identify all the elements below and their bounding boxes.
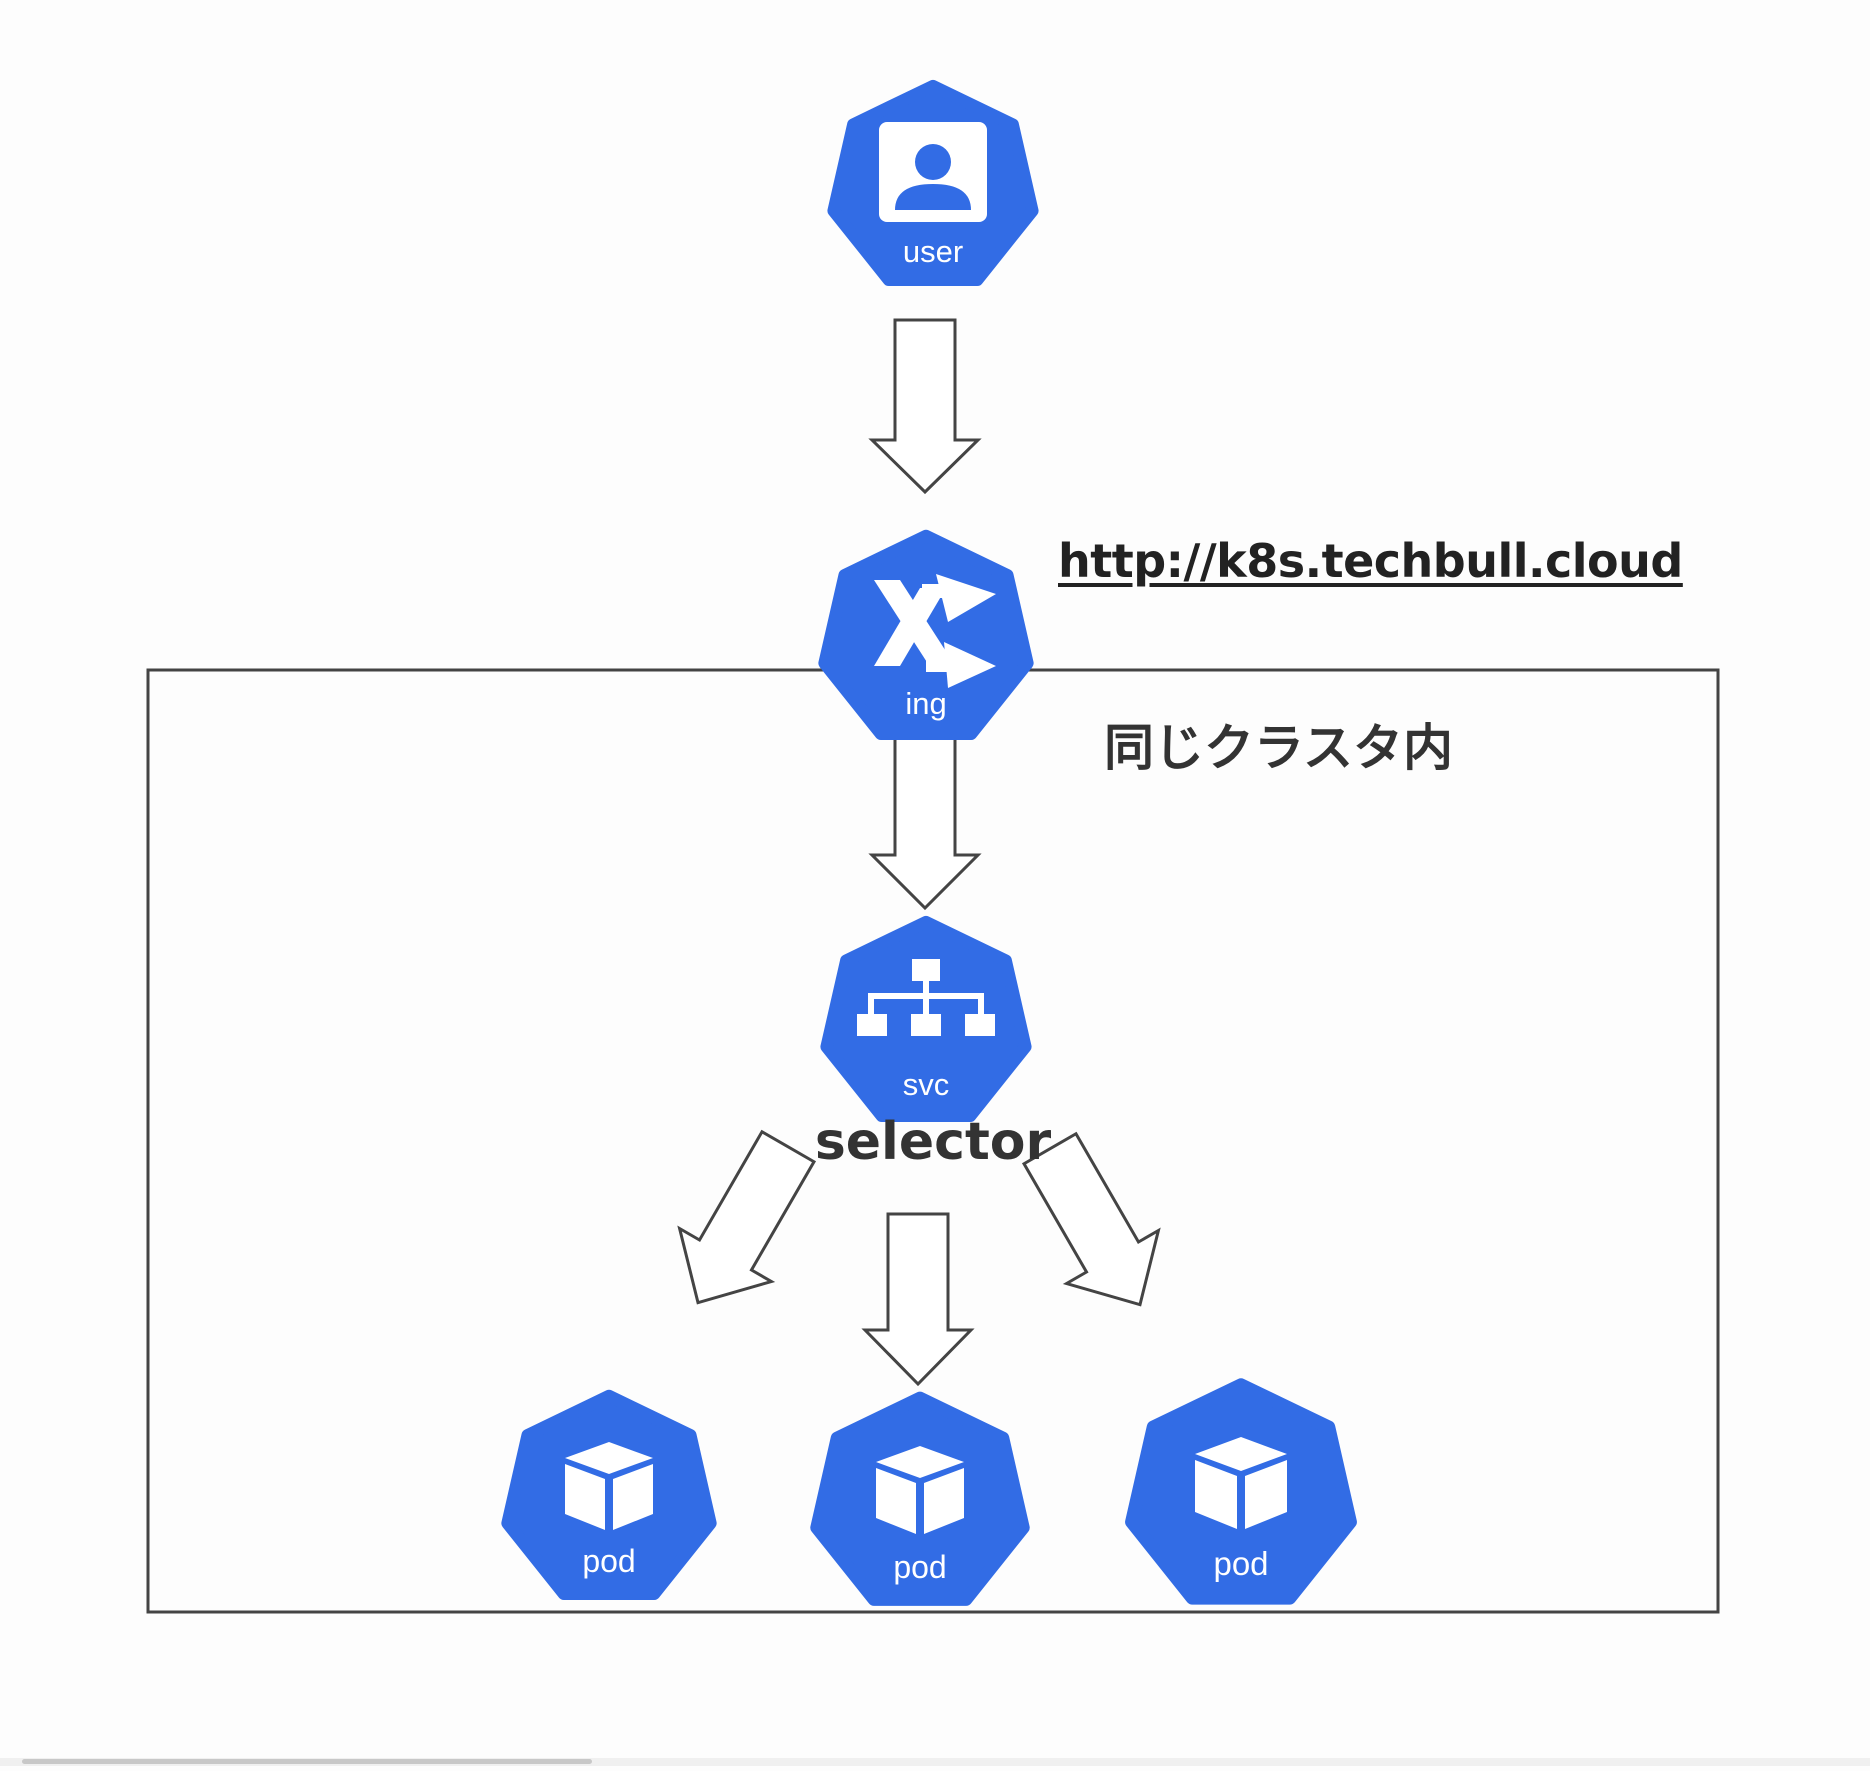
cube-icon [876,1446,964,1534]
cube-icon [565,1442,653,1530]
ingress-node[interactable]: ing [825,536,1028,734]
cluster-label: 同じクラスタ内 [1104,719,1453,777]
pod-node-3[interactable]: pod [1132,1385,1350,1598]
ingress-label: ing [905,686,946,721]
pod-node-1[interactable]: pod [508,1396,711,1594]
ingress-url-link[interactable]: http://k8s.techbull.cloud [1058,534,1683,588]
user-label: user [903,234,963,269]
pod-label-1: pod [582,1543,635,1579]
user-node[interactable]: user [834,86,1033,280]
service-label: svc [903,1067,950,1102]
hierarchy-icon [857,959,995,1036]
arrow-svc-to-pod-right [1021,1131,1161,1307]
pod-node-2[interactable]: pod [817,1398,1024,1600]
arrow-ing-to-svc [868,736,982,911]
selector-label: selector [814,1112,1052,1172]
service-node[interactable]: svc [827,922,1026,1116]
horizontal-scrollbar-thumb[interactable] [22,1759,592,1764]
user-icon [879,122,987,222]
arrow-user-to-ing [868,318,982,495]
shuffle-icon [874,574,996,688]
pod-label-2: pod [893,1549,946,1585]
horizontal-scrollbar-track[interactable] [0,1758,1870,1766]
arrow-svc-to-pod-center [861,1212,975,1387]
arrow-svc-to-pod-left [677,1129,817,1305]
cube-icon [1195,1437,1287,1529]
pod-label-3: pod [1213,1545,1268,1582]
